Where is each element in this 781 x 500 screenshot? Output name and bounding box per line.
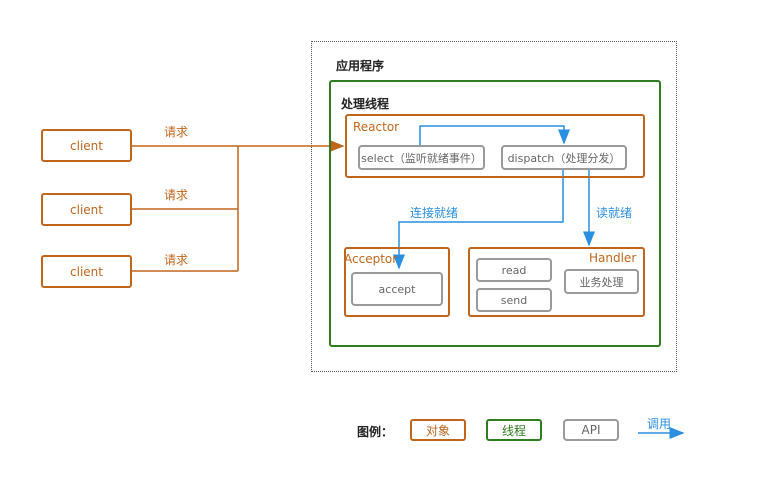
legend-call-label: 调用 [647, 417, 672, 431]
thread-title: 处理线程 [341, 97, 390, 111]
client-box-1: client [41, 129, 132, 162]
handler-title: Handler [589, 251, 637, 265]
legend-object-swatch: 对象 [410, 419, 466, 441]
reactor-title: Reactor [353, 120, 400, 134]
client-box-2: client [41, 193, 132, 226]
legend-title: 图例： [357, 425, 394, 439]
application-title: 应用程序 [336, 59, 385, 73]
acceptor-title: Acceptor [344, 252, 398, 266]
reactor-box [345, 114, 645, 178]
read-ready-label: 读就绪 [596, 206, 633, 220]
dispatch-api-box: dispatch（处理分发） [501, 145, 627, 170]
request-label-1: 请求 [164, 125, 189, 139]
acceptor-box [344, 247, 450, 317]
read-api-box: read [476, 258, 552, 282]
connect-ready-label: 连接就绪 [410, 206, 459, 220]
send-api-box: send [476, 288, 552, 312]
select-to-dispatch-arrow [419, 125, 570, 145]
legend-thread-swatch: 线程 [486, 419, 542, 441]
business-process-api-box: 业务处理 [564, 269, 639, 294]
accept-api-box: accept [351, 272, 443, 306]
dispatch-to-acceptor-arrow [393, 170, 564, 270]
legend-api-swatch: API [563, 419, 619, 441]
select-api-box: select（监听就绪事件） [358, 145, 485, 170]
request-label-3: 请求 [164, 253, 189, 267]
handler-box [468, 247, 645, 317]
thread-frame [329, 80, 661, 347]
application-frame [311, 41, 677, 372]
request-label-2: 请求 [164, 188, 189, 202]
client-box-3: client [41, 255, 132, 288]
